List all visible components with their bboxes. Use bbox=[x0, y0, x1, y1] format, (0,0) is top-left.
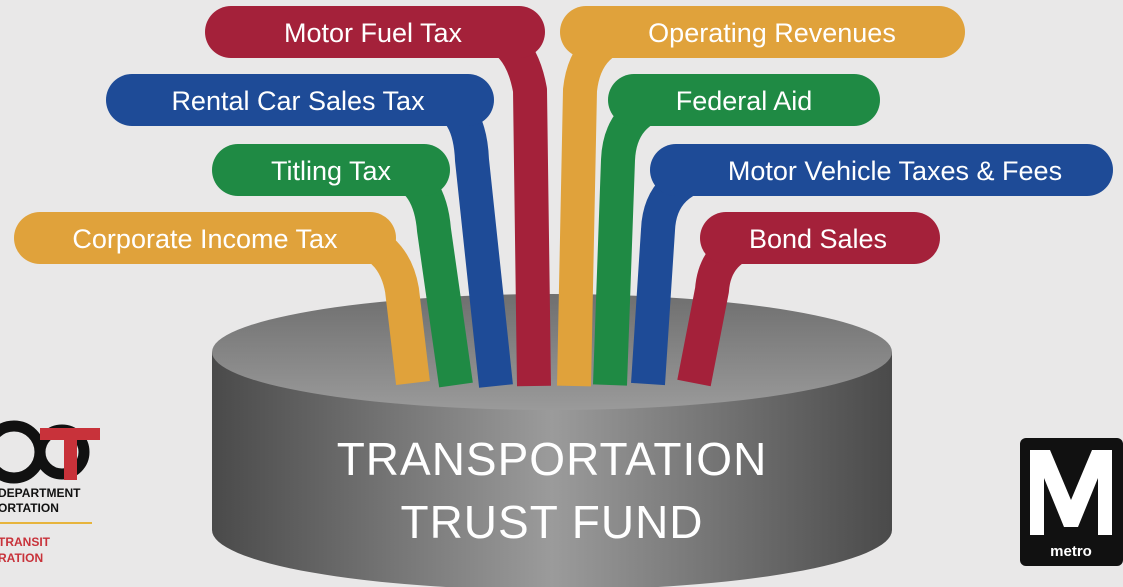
svg-text:Titling Tax: Titling Tax bbox=[271, 156, 392, 186]
drum-side bbox=[212, 352, 892, 587]
label-operating-revenues: Operating Revenues bbox=[560, 6, 965, 58]
mdot-divider bbox=[0, 522, 92, 524]
mdot-mark bbox=[0, 420, 100, 484]
svg-text:Bond Sales: Bond Sales bbox=[749, 224, 887, 254]
mdot-line3: TRANSIT bbox=[0, 535, 51, 549]
funding-labels: Motor Fuel Tax Rental Car Sales Tax Titl… bbox=[14, 6, 1113, 264]
svg-text:Operating Revenues: Operating Revenues bbox=[648, 18, 896, 48]
svg-text:Rental Car Sales Tax: Rental Car Sales Tax bbox=[171, 86, 425, 116]
metro-m-letter bbox=[1030, 450, 1112, 535]
label-motor-fuel-tax: Motor Fuel Tax bbox=[205, 6, 545, 58]
label-bond-sales: Bond Sales bbox=[700, 212, 940, 264]
drum-top bbox=[212, 294, 892, 410]
metro-word: metro bbox=[1050, 543, 1092, 560]
fund-title-line2: TRUST FUND bbox=[400, 496, 703, 548]
label-motor-vehicle-taxes-fees: Motor Vehicle Taxes & Fees bbox=[650, 144, 1113, 196]
mdot-line1: DEPARTMENT bbox=[0, 486, 81, 500]
mdot-line4: RATION bbox=[0, 551, 43, 565]
fund-title-line1: TRANSPORTATION bbox=[337, 433, 768, 485]
mdot-logo: DEPARTMENT ORTATION TRANSIT RATION bbox=[0, 420, 100, 565]
label-corporate-income-tax: Corporate Income Tax bbox=[14, 212, 396, 264]
label-titling-tax: Titling Tax bbox=[212, 144, 450, 196]
mdot-line2: ORTATION bbox=[0, 501, 59, 515]
label-federal-aid: Federal Aid bbox=[608, 74, 880, 126]
svg-text:Federal Aid: Federal Aid bbox=[676, 86, 813, 116]
trust-fund-drum: TRANSPORTATION TRUST FUND bbox=[212, 294, 892, 587]
svg-text:Motor Fuel Tax: Motor Fuel Tax bbox=[284, 18, 463, 48]
svg-text:Motor Vehicle Taxes & Fees: Motor Vehicle Taxes & Fees bbox=[728, 156, 1062, 186]
label-rental-car-sales-tax: Rental Car Sales Tax bbox=[106, 74, 494, 126]
svg-text:Corporate Income Tax: Corporate Income Tax bbox=[72, 224, 338, 254]
metro-logo: metro bbox=[1020, 438, 1123, 566]
